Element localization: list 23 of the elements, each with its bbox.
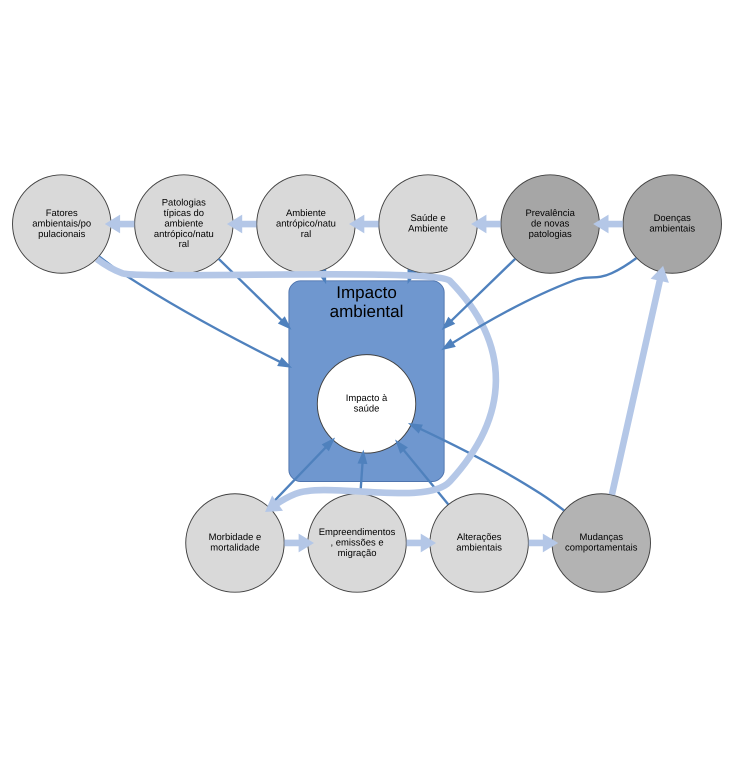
node-circle: Alterações ambientais (429, 492, 529, 592)
arrow (528, 533, 558, 552)
arrow (442, 258, 516, 330)
arrow (406, 533, 436, 552)
node-circle: Mudanças comportamentais (552, 492, 651, 592)
arrow (348, 214, 379, 233)
arrow (408, 422, 565, 511)
arrow (218, 258, 292, 330)
arrow (608, 265, 669, 495)
arrow (441, 256, 638, 350)
arrow (226, 214, 256, 233)
arrow (593, 214, 623, 233)
arrow (284, 533, 314, 552)
arrow (471, 214, 501, 233)
arrow (104, 214, 134, 233)
node-circle: Patologias típicas do ambiente antrópico/natu ral (134, 174, 234, 274)
node-circle: Prevalência de novas patologias (500, 174, 600, 274)
node-circle: Doenças ambientais (622, 174, 722, 274)
arrow (98, 255, 292, 368)
node-circle: Empreendimentos , emissões e migração (307, 492, 407, 592)
arrow (395, 439, 450, 505)
node-circle: Fatores ambientais/po pulacionais (12, 174, 112, 274)
arrow (94, 256, 499, 512)
